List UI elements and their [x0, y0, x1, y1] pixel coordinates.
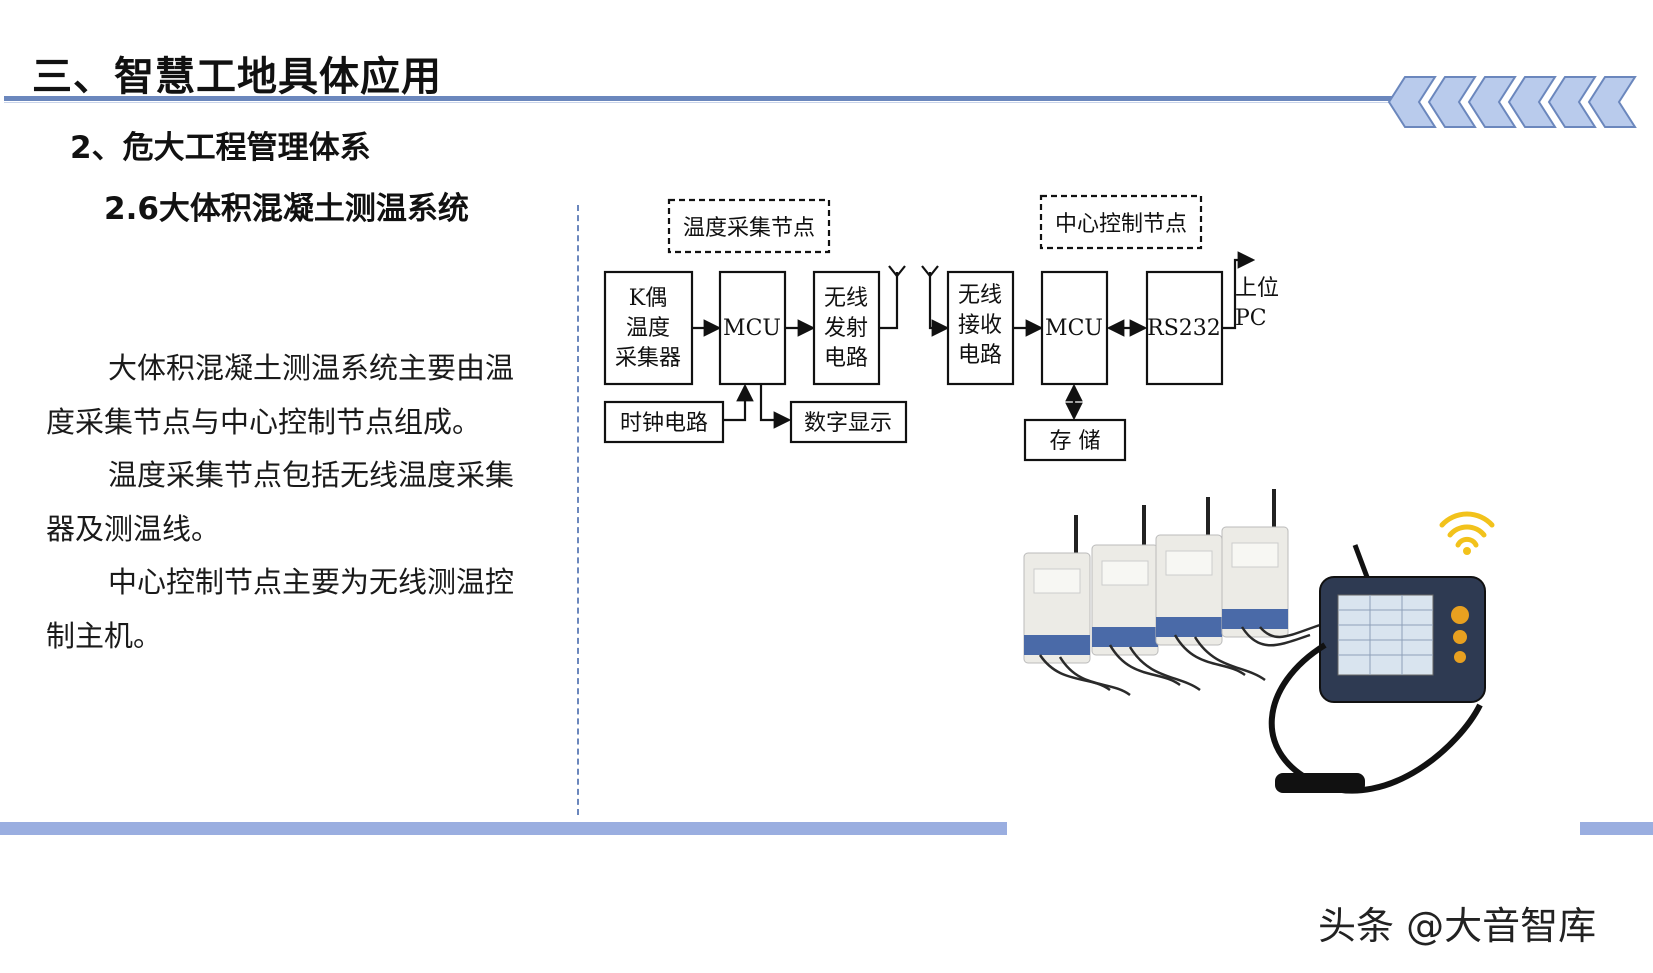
display-label: 数字显示 — [804, 411, 892, 436]
watermark: 头条 @大音智库 — [1318, 904, 1597, 948]
collect-node-box — [667, 198, 831, 254]
k-label-3: 采集器 — [615, 346, 681, 371]
tx-label-2: 发射 — [824, 316, 868, 341]
storage-label: 存 储 — [1050, 429, 1101, 454]
paragraph-3: 中心控制节点主要为无线测温控制主机。 — [46, 565, 515, 653]
k-label-1: K偶 — [629, 286, 667, 311]
chevron-decoration-icon — [1387, 76, 1637, 128]
center-node-box — [1039, 194, 1203, 250]
clock-block — [603, 400, 725, 444]
section-heading: 2、危大工程管理体系 — [70, 130, 371, 166]
center-node-label: 中心控制节点 — [1055, 212, 1187, 237]
description-text: 大体积混凝土测温系统主要由温度采集节点与中心控制节点组成。 温度采集节点包括无线… — [46, 342, 536, 663]
pc-label-2: PC — [1235, 306, 1267, 331]
title-underline-thin — [4, 102, 1399, 103]
controller-unit — [1268, 544, 1486, 794]
rx-label-2: 接收 — [958, 313, 1002, 338]
vertical-divider — [577, 205, 579, 815]
antenna-icon — [921, 265, 939, 278]
subsection-heading: 2.6大体积混凝土测温系统 — [104, 191, 469, 227]
mcu2-label: MCU — [1045, 316, 1103, 341]
tx-label-3: 电路 — [824, 346, 868, 371]
paragraph-1: 大体积混凝土测温系统主要由温度采集节点与中心控制节点组成。 — [46, 351, 515, 439]
clock-label: 时钟电路 — [620, 411, 708, 436]
mcu1-label: MCU — [723, 316, 781, 341]
bottom-band-left — [0, 822, 1007, 835]
tx-label-1: 无线 — [824, 286, 868, 311]
system-block-diagram: 温度采集节点 中心控制节点 K偶 温度 采集器 MCU 无线 发射 电路 无线 … — [603, 194, 1279, 462]
collector-units — [1023, 489, 1289, 664]
device-photo — [1023, 489, 1495, 794]
rx-label-3: 电路 — [958, 343, 1002, 368]
collect-node-label: 温度采集节点 — [683, 216, 815, 241]
k-label-2: 温度 — [626, 316, 670, 341]
title-underline — [4, 96, 1399, 101]
antenna-icon — [888, 265, 906, 278]
pc-label-1: 上位 — [1235, 276, 1279, 301]
bottom-band-right — [1580, 822, 1653, 835]
paragraph-2: 温度采集节点包括无线温度采集器及测温线。 — [46, 458, 515, 546]
page-title: 三、智慧工地具体应用 — [32, 54, 442, 100]
wifi-icon — [1439, 511, 1495, 548]
rs232-label: RS232 — [1147, 316, 1221, 341]
rx-label-1: 无线 — [958, 283, 1002, 308]
